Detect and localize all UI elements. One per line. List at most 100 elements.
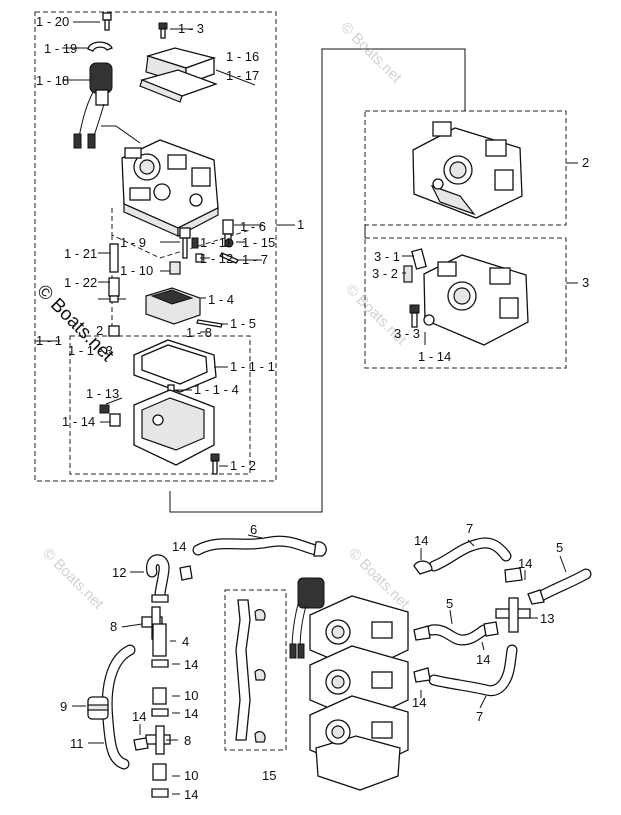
clip-14-c xyxy=(151,659,169,668)
callout-1-12: 1 - 12 xyxy=(200,251,233,266)
carburetor-body-1 xyxy=(121,139,219,237)
hose-5-mid xyxy=(426,624,490,646)
callout-1-21: 1 - 21 xyxy=(64,246,97,261)
callout-12: 12 xyxy=(112,565,126,580)
callout-1-3: 1 - 3 xyxy=(178,21,204,36)
callout-1-1-1: 1 - 1 - 1 xyxy=(230,359,275,374)
callout-3: 3 xyxy=(582,275,589,290)
callout-11: 11 xyxy=(70,736,84,751)
callout-1-20: 1 - 20 xyxy=(36,14,69,29)
watermark: © Boats.net xyxy=(337,19,405,87)
callout-3-3: 3 - 3 xyxy=(394,326,420,341)
solenoid-1-18 xyxy=(73,62,113,149)
callout-8: 8 xyxy=(184,733,191,748)
callout-14: 14 xyxy=(414,533,428,548)
callout-14: 14 xyxy=(184,706,198,721)
callout-13: 13 xyxy=(540,611,554,626)
screw-3-1 xyxy=(411,248,427,270)
callout-7: 7 xyxy=(476,709,483,724)
screw-3-3 xyxy=(409,304,420,328)
callout-8: 8 xyxy=(110,619,117,634)
callout-9: 9 xyxy=(60,699,67,714)
cover-1-17 xyxy=(139,69,218,103)
leader-line xyxy=(215,69,256,86)
callout-14: 14 xyxy=(184,787,198,802)
callout-1-7: 1 - 7 xyxy=(242,252,268,267)
callout-1-2: 1 - 2 xyxy=(230,458,256,473)
callout-1-18: 1 - 18 xyxy=(36,73,69,88)
oring-1-14 xyxy=(109,413,121,427)
callout-2: 2 xyxy=(582,155,589,170)
cross-13 xyxy=(495,597,531,633)
clip-14-f xyxy=(133,737,149,751)
spring-3-2 xyxy=(403,265,413,283)
clip-1-19 xyxy=(87,41,113,52)
callout-1-6: 1 - 6 xyxy=(240,219,266,234)
hose-4 xyxy=(152,623,167,657)
clip-14-l xyxy=(413,667,431,683)
callout-5: 5 xyxy=(556,540,563,555)
carburetor-body-2 xyxy=(412,121,523,219)
pin-1-5 xyxy=(196,319,223,328)
screw-1-21 xyxy=(109,243,119,273)
callout-1-15: 1 - 15 xyxy=(242,235,275,250)
clip-14-g xyxy=(413,560,433,575)
callout-3-1: 3 - 1 xyxy=(374,249,400,264)
oring-1-1-2 xyxy=(108,325,120,337)
callout-7: 7 xyxy=(466,521,473,536)
callout-14: 14 xyxy=(476,652,490,667)
callout-1-16: 1 - 16 xyxy=(226,49,259,64)
hose-7-top xyxy=(428,537,512,572)
carburetor-2-group-box xyxy=(364,110,567,226)
pin-1-7 xyxy=(219,252,239,264)
float-chamber-subgroup-box xyxy=(69,335,251,475)
float-1-4 xyxy=(145,287,201,325)
hose-5-right xyxy=(535,568,592,602)
hose-11 xyxy=(101,644,136,770)
callout-1-1-2: 2 xyxy=(96,323,103,338)
oring-1-15 xyxy=(224,238,234,248)
callout-14: 14 xyxy=(184,657,198,672)
callout-1-8: 1 - 8 xyxy=(186,325,212,340)
leader-line xyxy=(101,125,141,144)
group-link-line xyxy=(169,48,466,513)
carburetor-assembly-stack xyxy=(289,577,409,791)
leader-lines-box3 xyxy=(402,255,578,345)
jet-1-10 xyxy=(169,261,181,275)
hose-12 xyxy=(145,554,170,601)
needle-1-9 xyxy=(179,227,191,259)
callout-1-17: 1 - 17 xyxy=(226,68,259,83)
screw-1-2 xyxy=(210,453,220,475)
callout-1-1-4: 1 - 1 - 4 xyxy=(194,382,239,397)
clip-14-d xyxy=(151,708,169,717)
leader-lines-box1 xyxy=(35,21,295,467)
callout-5: 5 xyxy=(446,596,453,611)
clip-14-top xyxy=(313,541,327,557)
callout-15: 15 xyxy=(262,768,276,783)
callout-1-10: 1 - 10 xyxy=(120,263,153,278)
screw-1-11 xyxy=(191,237,199,249)
bracket-15 xyxy=(235,599,266,743)
clip-14-i xyxy=(527,589,545,605)
leader-lines-bottom-right xyxy=(420,539,567,709)
hose-7-bottom xyxy=(428,644,518,697)
callout-1-4: 1 - 4 xyxy=(208,292,234,307)
callout-1-13: 1 - 13 xyxy=(86,386,119,401)
callout-1-14: 1 - 14 xyxy=(62,414,95,429)
screw-1-22 xyxy=(108,277,120,297)
watermark: © Boats.net xyxy=(39,545,107,613)
hose-10-b xyxy=(152,763,167,781)
filter-9 xyxy=(87,696,109,720)
callout-4: 4 xyxy=(182,634,189,649)
callout-10: 10 xyxy=(184,768,198,783)
callout-14: 14 xyxy=(132,709,146,724)
carburetor-body-3 xyxy=(423,254,529,346)
callout-1-19: 1 - 19 xyxy=(44,41,77,56)
clip-14-b xyxy=(151,594,169,603)
hose-10-a xyxy=(152,687,167,705)
clip-14-j xyxy=(413,625,431,641)
callout-1-5: 1 - 5 xyxy=(230,316,256,331)
callout-14: 14 xyxy=(518,556,532,571)
callout-3-2: 3 - 2 xyxy=(372,266,398,281)
